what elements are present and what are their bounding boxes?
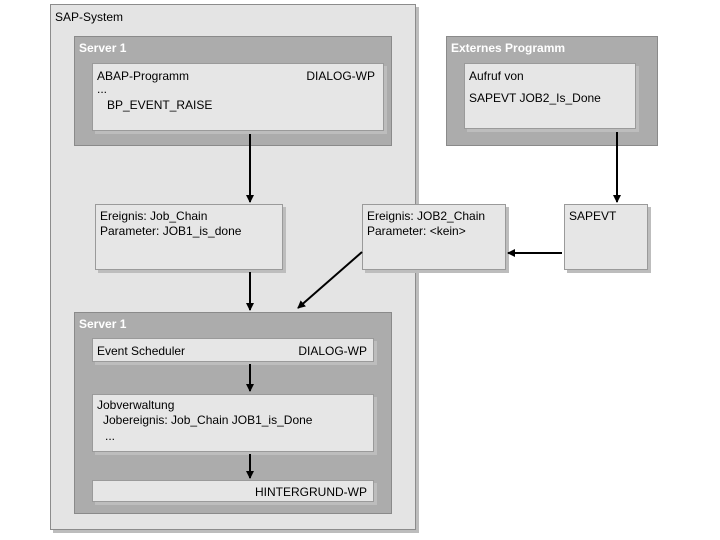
server1-top-title: Server 1 <box>79 41 127 55</box>
server1-bottom-title: Server 1 <box>79 317 127 331</box>
background-wp-box: HINTERGRUND-WP <box>92 480 374 502</box>
abap-program-label: ABAP-Programm <box>97 69 190 83</box>
sap-system-title: SAP-System <box>55 10 124 24</box>
background-wp-label: HINTERGRUND-WP <box>255 485 367 499</box>
arrow-event2-to-server <box>297 251 363 309</box>
event-job-chain-box: Ereignis: Job_Chain Parameter: JOB1_is_d… <box>95 204 283 270</box>
event2-line2: Parameter: <kein> <box>367 224 466 238</box>
jobverwaltung-title: Jobverwaltung <box>97 398 175 412</box>
abap-wp-label: DIALOG-WP <box>306 69 375 83</box>
event2-line1: Ereignis: JOB2_Chain <box>367 209 486 223</box>
external-call-value: SAPEVT JOB2_Is_Done <box>469 91 601 105</box>
external-call-label: Aufruf von <box>469 69 524 83</box>
sapevt-label: SAPEVT <box>569 209 617 223</box>
abap-call: BP_EVENT_RAISE <box>107 98 213 112</box>
event-scheduler-box: Event Scheduler DIALOG-WP <box>92 338 374 362</box>
event-scheduler-label: Event Scheduler <box>97 344 186 358</box>
external-call-box: Aufruf von SAPEVT JOB2_Is_Done <box>464 63 636 129</box>
external-program-title: Externes Programm <box>451 41 566 55</box>
jobverwaltung-ellipsis: ... <box>105 429 116 443</box>
sapevt-box: SAPEVT <box>564 204 648 270</box>
jobverwaltung-box: Jobverwaltung Jobereignis: Job_Chain JOB… <box>92 394 374 452</box>
jobverwaltung-line: Jobereignis: Job_Chain JOB1_is_Done <box>103 413 313 427</box>
event-scheduler-wp-label: DIALOG-WP <box>298 344 367 358</box>
event1-line1: Ereignis: Job_Chain <box>100 209 208 223</box>
event1-line2: Parameter: JOB1_is_done <box>100 224 242 238</box>
abap-program-box: ABAP-Programm DIALOG-WP ... BP_EVENT_RAI… <box>92 63 384 131</box>
event-job2-chain-box: Ereignis: JOB2_Chain Parameter: <kein> <box>362 204 506 270</box>
abap-ellipsis: ... <box>97 82 108 96</box>
